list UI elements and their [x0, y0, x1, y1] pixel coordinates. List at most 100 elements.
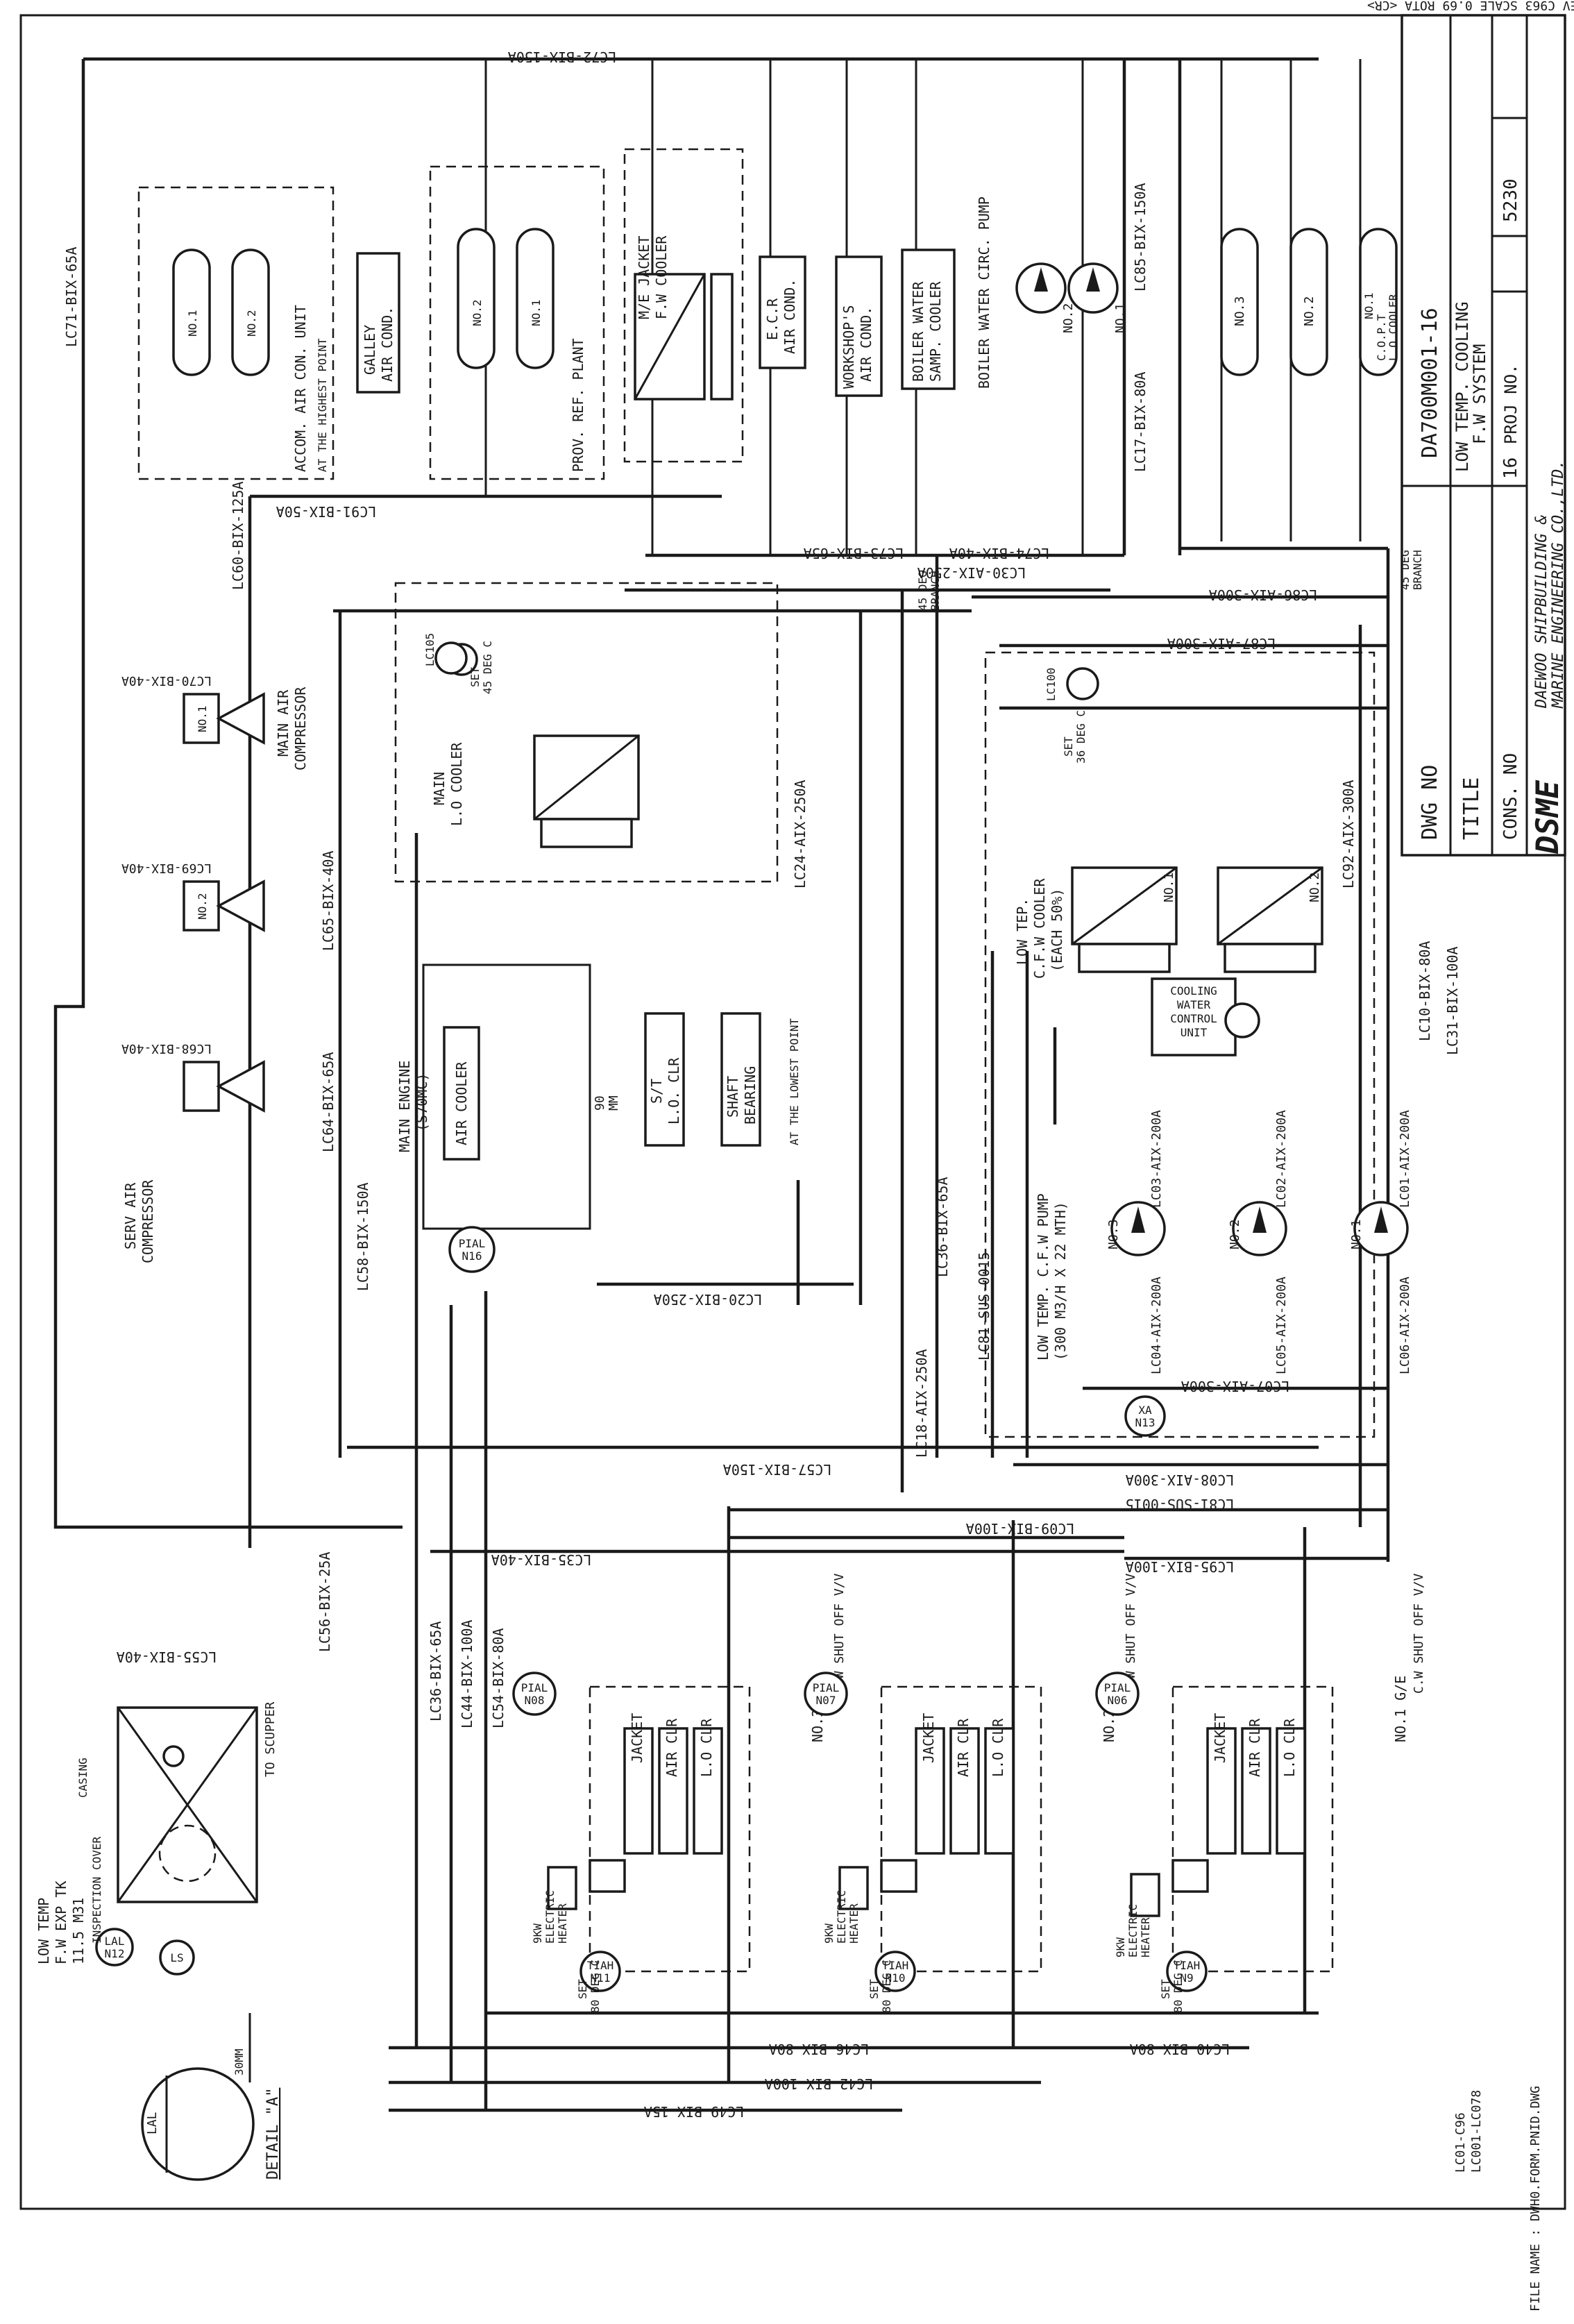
heater3-heater: HEATER	[556, 1903, 569, 1944]
ge1-lo-clr-label: L.O CLR	[1281, 1718, 1298, 1777]
prov-cooler-no1	[516, 228, 555, 369]
me-jacket-fw-cooler: M/E JACKET F.W COOLER	[623, 148, 744, 463]
xa-n13	[1124, 1395, 1166, 1437]
proj-no-label: PROJ NO.	[1501, 364, 1521, 444]
heater1-kw: 9KW	[1114, 1937, 1127, 1957]
lo-cooler-no1	[1359, 228, 1398, 376]
pipe-lc86: LC86-AIX-300A	[1209, 587, 1318, 603]
pipe-lc87: LC87-AIX-300A	[1167, 635, 1276, 652]
st-lo-clr-label: L.O. CLR	[666, 1057, 682, 1125]
pipe-lc35: LC35-BIX-40A	[491, 1551, 592, 1568]
pipe-lc69: LC69-BIX-40A	[121, 861, 212, 875]
pipe-lc91: LC91-BIX-50A	[276, 503, 377, 520]
st-lo-clr-and-shaft-bearing: S/T L.O. CLR SHAFT BEARING AT THE LOWEST…	[593, 1012, 801, 1147]
cw-control-3: CONTROL	[1170, 1012, 1217, 1025]
dsme-logo: DSME	[1530, 780, 1566, 854]
lt-cfw-cooler-label: LOW TEP.	[1014, 898, 1031, 965]
company-line2: MARINE ENGINEERING CO.,LTD.	[1550, 460, 1567, 709]
main-air-comp-label: MAIN AIR	[275, 689, 291, 757]
sheet-frame	[19, 14, 1566, 2210]
copt-label: C.O.P.T	[1375, 314, 1388, 361]
company-line1: DAEWOO SHIPBUILDING &	[1533, 515, 1550, 709]
lowest-point-note: AT THE LOWEST POINT	[788, 1018, 801, 1145]
copt-lo-cooler-label: L.O COOLER	[1387, 294, 1400, 361]
lo-cooler-no2-label: NO.2	[1302, 296, 1317, 326]
prov-ref-label: PROV. REF. PLANT	[570, 338, 586, 472]
branch45-right-branch: BRANCH	[1411, 550, 1424, 590]
shaft-bearing	[720, 1012, 761, 1147]
proj-no: 5230	[1500, 178, 1521, 222]
ls-switch	[159, 1939, 195, 1976]
pipe-lc73: LC73-BIX-65A	[804, 545, 904, 562]
cw-control-1: COOLING	[1170, 984, 1217, 997]
ge2-lo-clr-label: L.O CLR	[990, 1718, 1006, 1777]
boiler-pump-no1-label: NO.1	[1113, 303, 1128, 333]
serv-air-comp	[183, 1061, 220, 1112]
workshop-air-cond: WORKSHOP'S AIR COND.	[835, 255, 883, 397]
tic-lc100	[1066, 667, 1099, 700]
pial-n06-tag: PIAL	[1104, 1681, 1131, 1694]
heater2-heater: HEATER	[847, 1903, 861, 1944]
comp-no1-label: NO.1	[196, 705, 209, 732]
set45-label: SET	[468, 667, 482, 687]
pipe-lc20: LC20-BIX-250A	[654, 1291, 763, 1308]
boiler-pump-label: BOILER WATER CIRC. PUMP	[976, 196, 992, 389]
branch45-right-label: 45 DEG	[1398, 550, 1412, 590]
pipe-lc60: LC60-BIX-125A	[230, 481, 246, 590]
inspection-cover-label: INSPECTION COVER	[90, 1837, 103, 1944]
tiah-n9-no: N9	[1180, 1971, 1193, 1985]
st-lo-clr	[644, 1012, 685, 1147]
me-air-cooler-label: AIR COOLER	[453, 1061, 470, 1145]
accom-no1-label: NO.1	[186, 310, 199, 337]
ge-no1: PIAL N06 TIAH N9 JACKET AIR CLR L.O CLR …	[1095, 1573, 1426, 1992]
set36-label: SET	[1062, 736, 1075, 757]
ge3-jacket-label: JACKET	[629, 1713, 645, 1763]
title-line2: F.W SYSTEM	[1470, 344, 1489, 445]
pipe-lc02: LC02-AIX-200A	[1274, 1110, 1289, 1208]
pipe-lc64: LC64-BIX-65A	[320, 1052, 337, 1153]
tiah-n9-tag: TIAH	[1174, 1959, 1201, 1972]
lt-cooler-no2-label: NO.2	[1308, 873, 1322, 902]
pipe-lc72: LC72-BIX-150A	[508, 49, 617, 65]
set36-value: 36 DEG C	[1074, 710, 1088, 764]
set45-value: 45 DEG C	[481, 641, 494, 694]
pipe-lc08: LC08-AIX-300A	[1126, 1472, 1235, 1488]
title-line1: LOW TEMP. COOLING	[1453, 301, 1472, 472]
pipe-lc68: LC68-BIX-40A	[121, 1041, 212, 1056]
electric-heaters: 9KW ELECTRIC HEATER 9KW ELECTRIC HEATER …	[531, 1866, 1185, 2013]
pipe-lc24: LC24-AIX-250A	[792, 780, 809, 889]
serv-air-comp-label: SERV AIR	[122, 1182, 139, 1249]
main-lo-cooler-label: L.O COOLER	[448, 742, 465, 826]
ge3-air-clr-label: AIR CLR	[663, 1718, 680, 1777]
pipe-lc74: LC74-BIX-40A	[949, 545, 1050, 562]
pump-no1-label: NO.1	[1349, 1220, 1364, 1249]
main-engine-model: (S70MC)	[414, 1073, 430, 1131]
ge2-air-clr-label: AIR CLR	[955, 1718, 972, 1777]
xa-tag: XA	[1138, 1404, 1152, 1417]
pial-n07	[804, 1672, 848, 1716]
pipe-lc09: LC09-BIX-100A	[966, 1520, 1075, 1537]
dwg-no-label: DWG NO	[1418, 765, 1442, 840]
pipe-lc18: LC18-AIX-250A	[913, 1349, 930, 1458]
ge1-air-clr-label: AIR CLR	[1246, 1718, 1263, 1777]
pipe-lc85: LC85-BIX-150A	[1132, 183, 1149, 292]
prov-cooler-no2	[457, 228, 496, 369]
ge-no2: PIAL N07 TIAH N10 JACKET AIR CLR L.O CLR…	[804, 1573, 1138, 1992]
mm90-value: 90	[593, 1095, 607, 1111]
pial-n08-no: N08	[525, 1694, 545, 1707]
lal-n12-no: N12	[105, 1947, 125, 1960]
detail-30mm: 30MM	[232, 2048, 246, 2075]
pipe-lc56: LC56-BIX-25A	[316, 1552, 333, 1653]
header-note: DEV C963 SCALE 0.69 ROTA <CR>	[1367, 0, 1574, 12]
lt-cooler-no1-label: NO.1	[1162, 873, 1176, 902]
prov-no2-label: NO.2	[471, 299, 484, 326]
pial-n16	[448, 1226, 496, 1273]
samp-cooler-label: SAMP. COOLER	[927, 281, 944, 382]
serv-air-comp-label2: COMPRESSOR	[139, 1179, 156, 1263]
galley-label: GALLEY	[362, 325, 378, 375]
bearing-label: BEARING	[742, 1066, 759, 1125]
me-jacket-cooler-label: F.W COOLER	[653, 235, 670, 319]
pipe-lc05: LC05-AIX-200A	[1274, 1277, 1289, 1374]
main-engine: MAIN ENGINE (S70MC) AIR COOLER PIAL N16	[396, 963, 591, 1273]
